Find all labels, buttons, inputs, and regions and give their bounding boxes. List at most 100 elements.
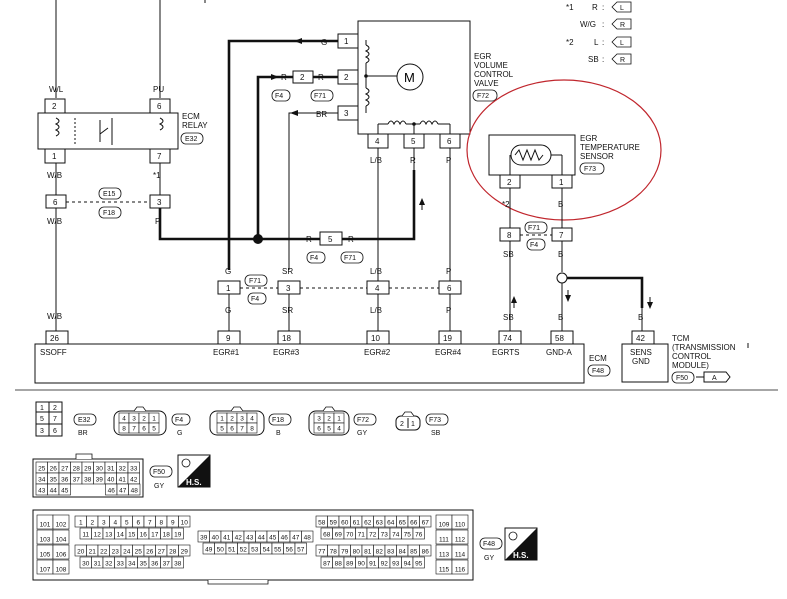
ecm-pin-10: 10 bbox=[371, 334, 380, 343]
sensor-label-1: EGR bbox=[580, 134, 598, 143]
f4-color: G bbox=[177, 430, 182, 437]
ecm-pin-name-egrts: EGRTS bbox=[492, 348, 519, 357]
wire-color-g-low: G bbox=[225, 306, 231, 315]
f48-pin: 108 bbox=[56, 567, 67, 574]
f4-pin: 7 bbox=[132, 426, 136, 433]
star-2: *2 bbox=[502, 200, 510, 209]
conn-code-f4-d: F4 bbox=[530, 242, 538, 249]
f48-pin: 45 bbox=[269, 535, 277, 542]
f48-pin: 34 bbox=[128, 561, 136, 568]
f73-cell: 2 bbox=[400, 421, 404, 428]
f48-pin: 91 bbox=[369, 561, 377, 568]
ecm-pin-58: 58 bbox=[555, 334, 564, 343]
ecm-pin-name-ssoff: SSOFF bbox=[40, 348, 67, 357]
valve-label-4: VALVE bbox=[474, 79, 499, 88]
f48-pin: 43 bbox=[246, 535, 254, 542]
wire-color-g-top: G bbox=[321, 38, 327, 47]
relay-switch-icon bbox=[99, 127, 109, 135]
f73-code: F73 bbox=[429, 417, 441, 424]
f48-pin: 56 bbox=[286, 547, 294, 554]
relay-label-2: RELAY bbox=[182, 121, 208, 130]
f18-pin: 6 bbox=[230, 426, 234, 433]
f48-pin: 68 bbox=[323, 532, 331, 539]
valve-pin-2: 2 bbox=[344, 73, 349, 82]
f50-pin: 34 bbox=[38, 477, 46, 484]
f48-pin: 58 bbox=[318, 520, 326, 527]
f48-pin: 1 bbox=[79, 520, 83, 527]
f48-cell bbox=[451, 514, 469, 530]
f48-pin: 111 bbox=[439, 537, 449, 544]
f50-pin: 48 bbox=[131, 488, 139, 495]
wire-color-r-top: R bbox=[281, 73, 287, 82]
f48-pin: 52 bbox=[240, 547, 248, 554]
sensor-pin-2: 2 bbox=[507, 178, 512, 187]
tcm-pin-name-1: SENS bbox=[630, 348, 652, 357]
f50-pin: 38 bbox=[84, 477, 92, 484]
wire-color-g-mid: G bbox=[225, 267, 231, 276]
conn-code-f71-b: F71 bbox=[344, 255, 356, 262]
conn-code-f4-a: F4 bbox=[275, 93, 283, 100]
ecm-pin-name-egr1: EGR#1 bbox=[213, 348, 240, 357]
valve-pin-4: 4 bbox=[375, 137, 380, 146]
f48-pin: 18 bbox=[163, 532, 171, 539]
valve-pin-5: 5 bbox=[411, 137, 416, 146]
e32-color: BR bbox=[78, 430, 88, 437]
wire-color-p-mid: P bbox=[446, 267, 451, 276]
f50-pin: 25 bbox=[38, 466, 46, 473]
wire-color-sr-mid: SR bbox=[282, 267, 293, 276]
wire-color-r-bus: R bbox=[306, 235, 312, 244]
tcm-box: 42 SENS GND TCM (TRANSMISSION CONTROL MO… bbox=[621, 330, 736, 384]
f48-pin: 86 bbox=[422, 549, 430, 556]
relay-pin-2: 2 bbox=[52, 102, 57, 111]
valve-pin-3: 3 bbox=[344, 109, 349, 118]
tcm-label-1: TCM bbox=[672, 334, 690, 343]
wire-color-b-sensor: B bbox=[558, 200, 563, 209]
f48-pin: 27 bbox=[158, 549, 166, 556]
ecm-pin-name-egr2: EGR#2 bbox=[364, 348, 391, 357]
f48-pin: 93 bbox=[392, 561, 400, 568]
f48-pin: 78 bbox=[330, 549, 338, 556]
wire-color-sr-low: SR bbox=[282, 306, 293, 315]
f48-cell bbox=[178, 515, 191, 528]
sensor-label-2: TEMPERATURE bbox=[580, 143, 640, 152]
f48-pin: 20 bbox=[77, 549, 85, 556]
conn-code-f71-d: F71 bbox=[528, 225, 540, 232]
conn-code-f4-c: F4 bbox=[251, 296, 259, 303]
f48-pin: 61 bbox=[353, 520, 361, 527]
f48-pin: 47 bbox=[292, 535, 300, 542]
f50-pin: 37 bbox=[73, 477, 81, 484]
legend-star-1: *1 bbox=[566, 3, 574, 12]
f48-pin: 103 bbox=[40, 537, 51, 544]
f48-pin: 50 bbox=[217, 547, 225, 554]
f50-pin: 36 bbox=[61, 477, 69, 484]
f18-cell bbox=[246, 422, 258, 434]
f48-pin: 32 bbox=[105, 561, 113, 568]
f50-pin: 47 bbox=[119, 488, 127, 495]
tcm-code: F50 bbox=[676, 375, 688, 382]
valve-coil-icon-4 bbox=[419, 120, 439, 126]
f50-pin: 30 bbox=[96, 466, 104, 473]
f48-pin: 7 bbox=[148, 520, 152, 527]
legend: *1 R : L W/G : R *2 L : L SB : R bbox=[566, 1, 632, 65]
wire-color-wb-1: W/B bbox=[47, 171, 62, 180]
wire-color-lb-mid: L/B bbox=[370, 267, 382, 276]
tcm-label-4: MODULE) bbox=[672, 361, 709, 370]
f48-pin: 25 bbox=[135, 549, 143, 556]
tcm-label-2: (TRANSMISSION bbox=[672, 343, 736, 352]
f48-pin: 57 bbox=[297, 547, 305, 554]
f48-cell bbox=[171, 527, 184, 540]
relay-coil-icon bbox=[54, 117, 60, 137]
valve-coil-icon-3 bbox=[387, 120, 407, 126]
f48-cell bbox=[451, 544, 469, 560]
f48-pin: 83 bbox=[387, 549, 395, 556]
sensor-label-3: SENSOR bbox=[580, 152, 614, 161]
f50-pin: 27 bbox=[61, 466, 69, 473]
f48-pin: 76 bbox=[415, 532, 423, 539]
e32-cell: 3 bbox=[40, 428, 44, 435]
e32-cell: 6 bbox=[53, 428, 57, 435]
conn-f71-pin-7: 7 bbox=[559, 231, 564, 240]
f72-pin: 1 bbox=[337, 416, 341, 423]
f48-cell bbox=[412, 527, 425, 540]
